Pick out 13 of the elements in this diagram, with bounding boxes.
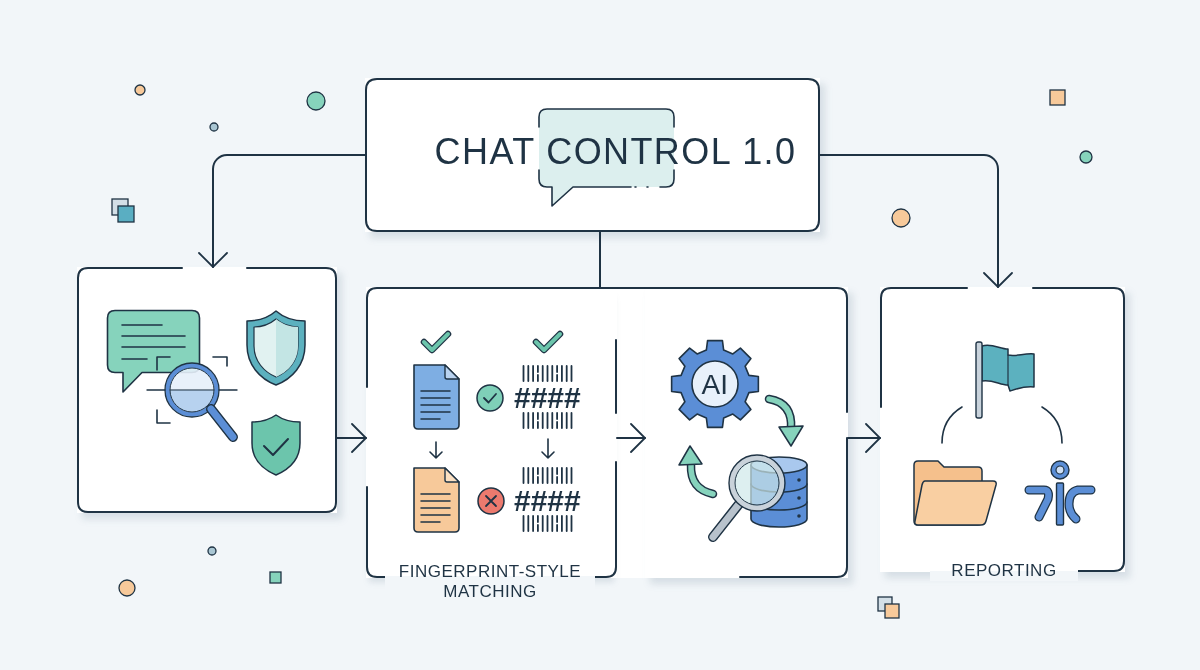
arrow xyxy=(819,154,1013,288)
hash-symbols: #### xyxy=(514,485,581,516)
arrow xyxy=(198,154,366,268)
arrow xyxy=(847,423,881,453)
title-text: CHAT CONTROL 1.0 xyxy=(433,132,798,172)
gear-label: AI xyxy=(701,371,728,400)
arrow xyxy=(336,423,367,453)
hash-symbols: #### xyxy=(514,382,581,413)
process-panel xyxy=(645,287,848,578)
arrow xyxy=(616,423,646,453)
process-panel xyxy=(77,267,337,513)
title-box xyxy=(365,78,820,232)
connector-line xyxy=(599,231,601,288)
